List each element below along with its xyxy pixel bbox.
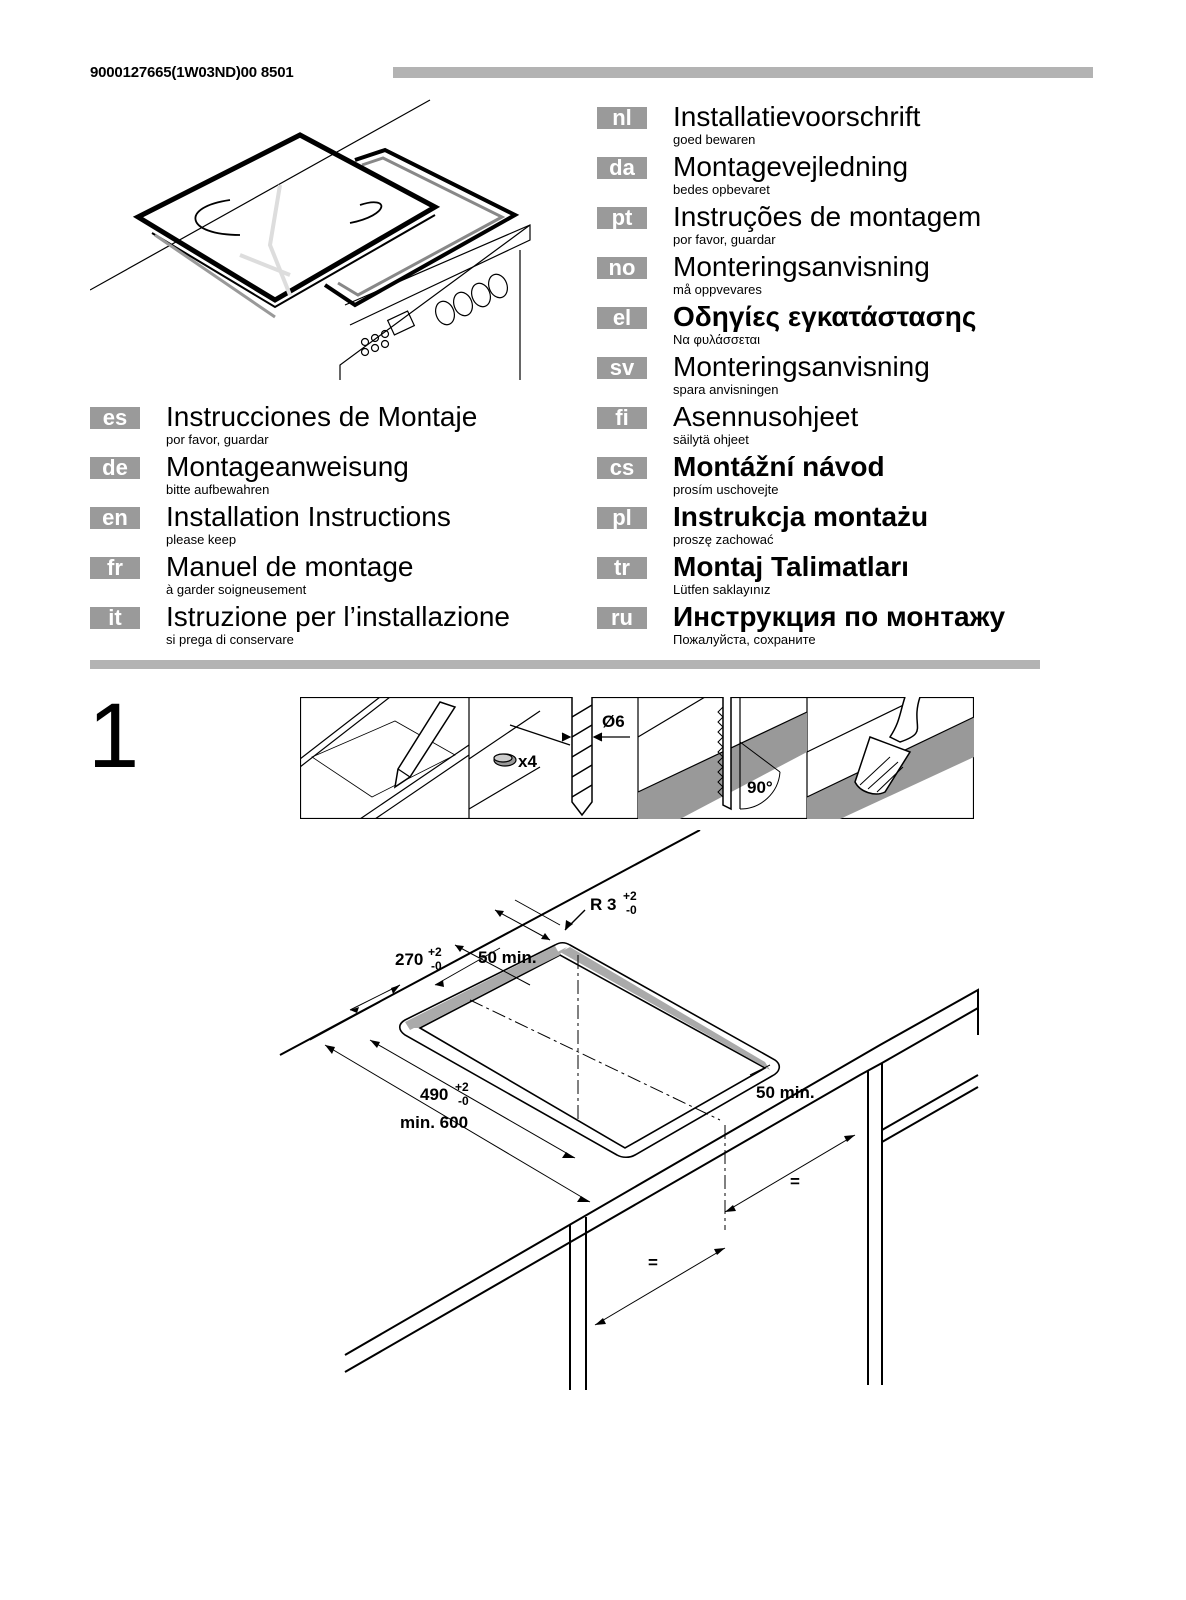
lang-title: Manuel de montage xyxy=(166,551,414,582)
lang-code: el xyxy=(597,307,647,329)
lang-code: ru xyxy=(597,607,647,629)
radius-tolerance-plus: +2 xyxy=(623,889,637,903)
lang-es: es Instrucciones de Montaje por favor, g… xyxy=(90,401,550,455)
lang-subtitle: Να φυλάσσεται xyxy=(673,332,761,347)
lang-code: es xyxy=(90,407,140,429)
radius-tolerance-minus: -0 xyxy=(626,903,637,917)
saw-step-panel xyxy=(637,697,808,819)
lang-code: pt xyxy=(597,207,647,229)
lang-fi: fi Asennusohjeet säilytä ohjeet xyxy=(597,401,1057,455)
lang-sv: sv Monteringsanvisning spara anvisningen xyxy=(597,351,1057,405)
lang-pt: pt Instruções de montagem por favor, gua… xyxy=(597,201,1057,255)
lang-code: cs xyxy=(597,457,647,479)
lang-code: fi xyxy=(597,407,647,429)
lang-subtitle: Пожалуйста, сохраните xyxy=(673,632,816,647)
cutout-dimension-diagram: R 3 +2 -0 270 +2 -0 50 min. 50 min. 490 … xyxy=(279,830,979,1390)
drill-diameter-label: Ø6 xyxy=(602,712,625,731)
lang-title: Installatievoorschrift xyxy=(673,101,921,132)
lang-code: pl xyxy=(597,507,647,529)
lang-subtitle: please keep xyxy=(166,532,237,547)
lang-code: no xyxy=(597,257,647,279)
radius-label: R 3 xyxy=(590,895,616,914)
lang-tr: tr Montaj Talimatları Lütfen saklayınız xyxy=(597,551,1057,605)
lang-title: Montagevejledning xyxy=(673,151,909,182)
hob-illustration xyxy=(90,99,531,380)
lang-pl: pl Instrukcja montażu proszę zachować xyxy=(597,501,1057,555)
lang-title: Installation Instructions xyxy=(166,501,451,532)
lang-code: nl xyxy=(597,107,647,129)
lang-subtitle: goed bewaren xyxy=(673,132,756,147)
lang-subtitle: Lütfen saklayınız xyxy=(673,582,771,597)
tool-steps-strip: Ø6 x4 90° xyxy=(300,697,974,819)
lang-subtitle: por favor, guardar xyxy=(166,432,269,447)
width-tolerance-plus: +2 xyxy=(455,1080,469,1094)
lang-it: it Istruzione per l’installazione si pre… xyxy=(90,601,550,655)
lang-title: Montážní návod xyxy=(673,451,885,482)
header-bar xyxy=(393,67,1093,78)
lang-cs: cs Montážní návod prosím uschovejte xyxy=(597,451,1057,505)
lang-el: el Οδηγίες εγκατάστασης Να φυλάσσεται xyxy=(597,301,1057,355)
lang-subtitle: säilytä ohjeet xyxy=(673,432,749,447)
lang-subtitle: spara anvisningen xyxy=(673,382,779,397)
lang-title: Montageanweisung xyxy=(166,451,409,482)
lang-title: Instruções de montagem xyxy=(673,201,982,232)
document-number: 9000127665(1W03ND)00 8501 xyxy=(90,64,294,81)
equal-spacing-right: = xyxy=(790,1172,800,1191)
lang-code: en xyxy=(90,507,140,529)
depth-tolerance-minus: -0 xyxy=(431,959,442,973)
saw-angle-label: 90° xyxy=(747,778,773,797)
lang-fr: fr Manuel de montage à garder soigneusem… xyxy=(90,551,550,605)
drill-step-panel xyxy=(468,697,630,817)
lang-code: da xyxy=(597,157,647,179)
front-gap-label: 50 min. xyxy=(478,948,537,967)
lang-subtitle: bitte aufbewahren xyxy=(166,482,270,497)
lang-subtitle: må oppvevares xyxy=(673,282,762,297)
lang-subtitle: si prega di conservare xyxy=(166,632,294,647)
lang-title: Instrukcja montażu xyxy=(673,501,929,532)
depth-tolerance-plus: +2 xyxy=(428,945,442,959)
lang-subtitle: bedes opbevaret xyxy=(673,182,770,197)
lang-en: en Installation Instructions please keep xyxy=(90,501,550,555)
lang-nl: nl Installatievoorschrift goed bewaren xyxy=(597,101,1057,155)
lang-title: Monteringsanvisning xyxy=(673,251,930,282)
screws-count-label: x4 xyxy=(518,752,537,771)
lang-code: tr xyxy=(597,557,647,579)
min-width-label: min. 600 xyxy=(400,1113,468,1132)
lang-code: sv xyxy=(597,357,647,379)
lang-title: Instrucciones de Montaje xyxy=(166,401,478,432)
lang-subtitle: à garder soigneusement xyxy=(166,582,307,597)
lang-no: no Monteringsanvisning må oppvevares xyxy=(597,251,1057,305)
lang-subtitle: proszę zachować xyxy=(673,532,774,547)
depth-label: 270 xyxy=(395,950,423,969)
lang-subtitle: por favor, guardar xyxy=(673,232,776,247)
section-divider xyxy=(90,660,1040,669)
lang-ru: ru Инструкция по монтажу Пожалуйста, сох… xyxy=(597,601,1057,655)
step-number: 1 xyxy=(88,685,140,787)
lang-title: Asennusohjeet xyxy=(673,401,859,432)
side-gap-label: 50 min. xyxy=(756,1083,815,1102)
lang-code: fr xyxy=(90,557,140,579)
lang-subtitle: prosím uschovejte xyxy=(673,482,779,497)
lang-code: it xyxy=(90,607,140,629)
lang-de: de Montageanweisung bitte aufbewahren xyxy=(90,451,550,505)
width-tolerance-minus: -0 xyxy=(458,1094,469,1108)
lang-code: de xyxy=(90,457,140,479)
marking-step-panel xyxy=(300,697,470,819)
lang-title: Οδηγίες εγκατάστασης xyxy=(673,301,977,332)
equal-spacing-left: = xyxy=(648,1253,658,1272)
lang-title: Инструкция по монтажу xyxy=(673,601,1006,632)
width-label: 490 xyxy=(420,1085,448,1104)
lang-title: Monteringsanvisning xyxy=(673,351,930,382)
lang-title: Montaj Talimatları xyxy=(673,551,909,582)
lang-title: Istruzione per l’installazione xyxy=(166,601,510,632)
seal-step-panel xyxy=(806,697,974,819)
lang-da: da Montagevejledning bedes opbevaret xyxy=(597,151,1057,205)
